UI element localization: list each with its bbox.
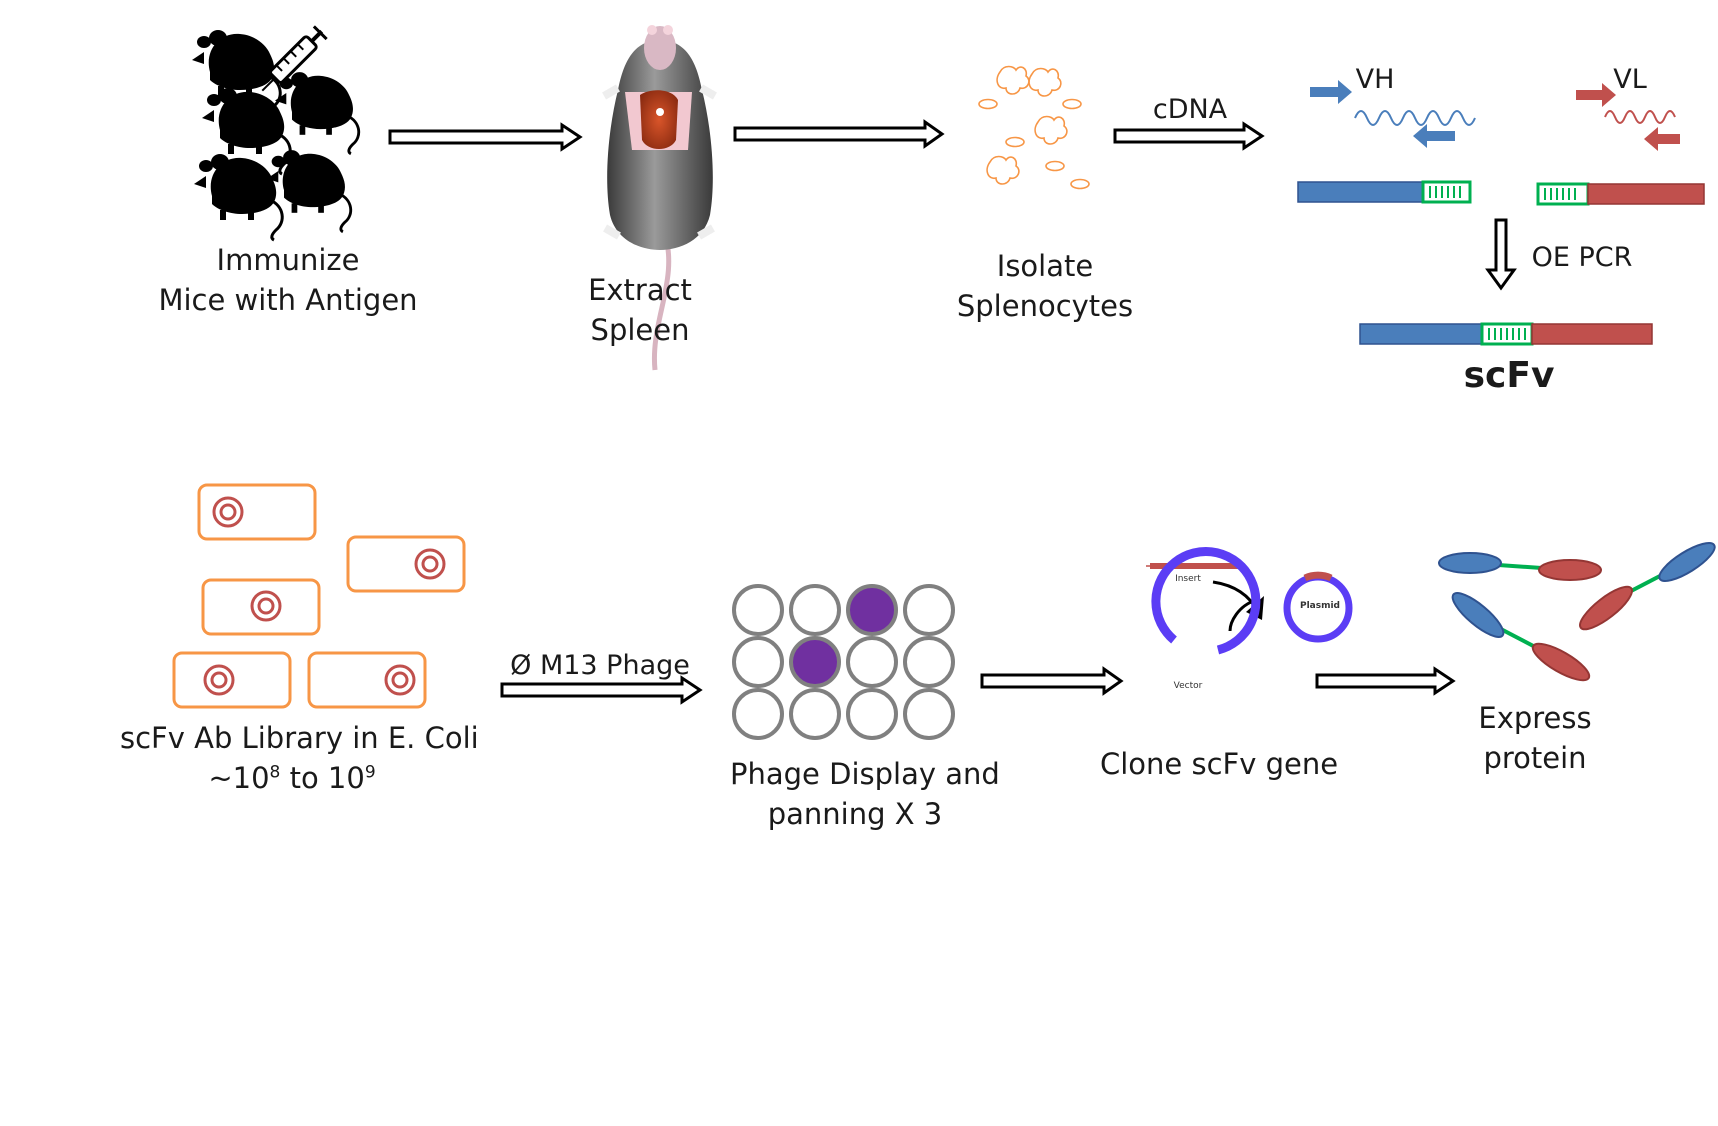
scfv-protein-icon xyxy=(1438,542,1716,682)
arrow-panning-to-clone xyxy=(980,666,1124,696)
plasmid-label: Plasmid xyxy=(1300,601,1340,611)
arrow-clone-to-express xyxy=(1315,666,1456,696)
vh-label: VH xyxy=(1355,64,1395,95)
cloning-icon: Insert Plasmid Vector xyxy=(1146,546,1353,691)
extract-spleen-label: Extract Spleen xyxy=(588,273,692,347)
phage-display-label: Phage Display and panning X 3 xyxy=(730,757,1000,831)
scfv-gene-bar xyxy=(1359,322,1653,346)
dissected-mouse-icon xyxy=(602,25,717,371)
splenocytes-icon xyxy=(978,65,1090,190)
phage-well-plate-icon xyxy=(732,584,955,740)
clone-label: Clone scFv gene xyxy=(1100,747,1339,781)
arrow-cdna xyxy=(1113,121,1265,151)
immunize-label: Immunize Mice with Antigen xyxy=(158,243,418,317)
ecoli-cells-icon xyxy=(172,483,466,709)
arrow-extract-to-isolate xyxy=(733,119,945,149)
m13-phage-label: Ø M13 Phage xyxy=(510,650,690,681)
arrow-m13-phage xyxy=(500,675,703,705)
vh-gene-bar xyxy=(1297,180,1472,204)
isolate-splenocytes-label: Isolate Splenocytes xyxy=(956,249,1134,323)
immunized-mice-icon xyxy=(190,28,361,242)
vl-label: VL xyxy=(1613,64,1647,95)
vector-label: Vector xyxy=(1174,681,1203,691)
vh-primers-icon xyxy=(1310,80,1476,148)
syringe-icon xyxy=(261,25,328,92)
vl-gene-bar xyxy=(1536,182,1705,206)
library-label: scFv Ab Library in E. Coli ~108 to 109 xyxy=(120,721,479,795)
oe-pcr-label: OE PCR xyxy=(1531,242,1633,273)
insert-label: Insert xyxy=(1175,574,1201,584)
arrow-oe-pcr xyxy=(1485,218,1517,291)
scfv-title: scFv xyxy=(1463,355,1555,396)
arrow-immunize-to-extract xyxy=(388,122,583,152)
vl-primers-icon xyxy=(1576,83,1680,151)
express-protein-label: Express protein xyxy=(1478,701,1592,775)
cdna-label: cDNA xyxy=(1152,94,1228,125)
